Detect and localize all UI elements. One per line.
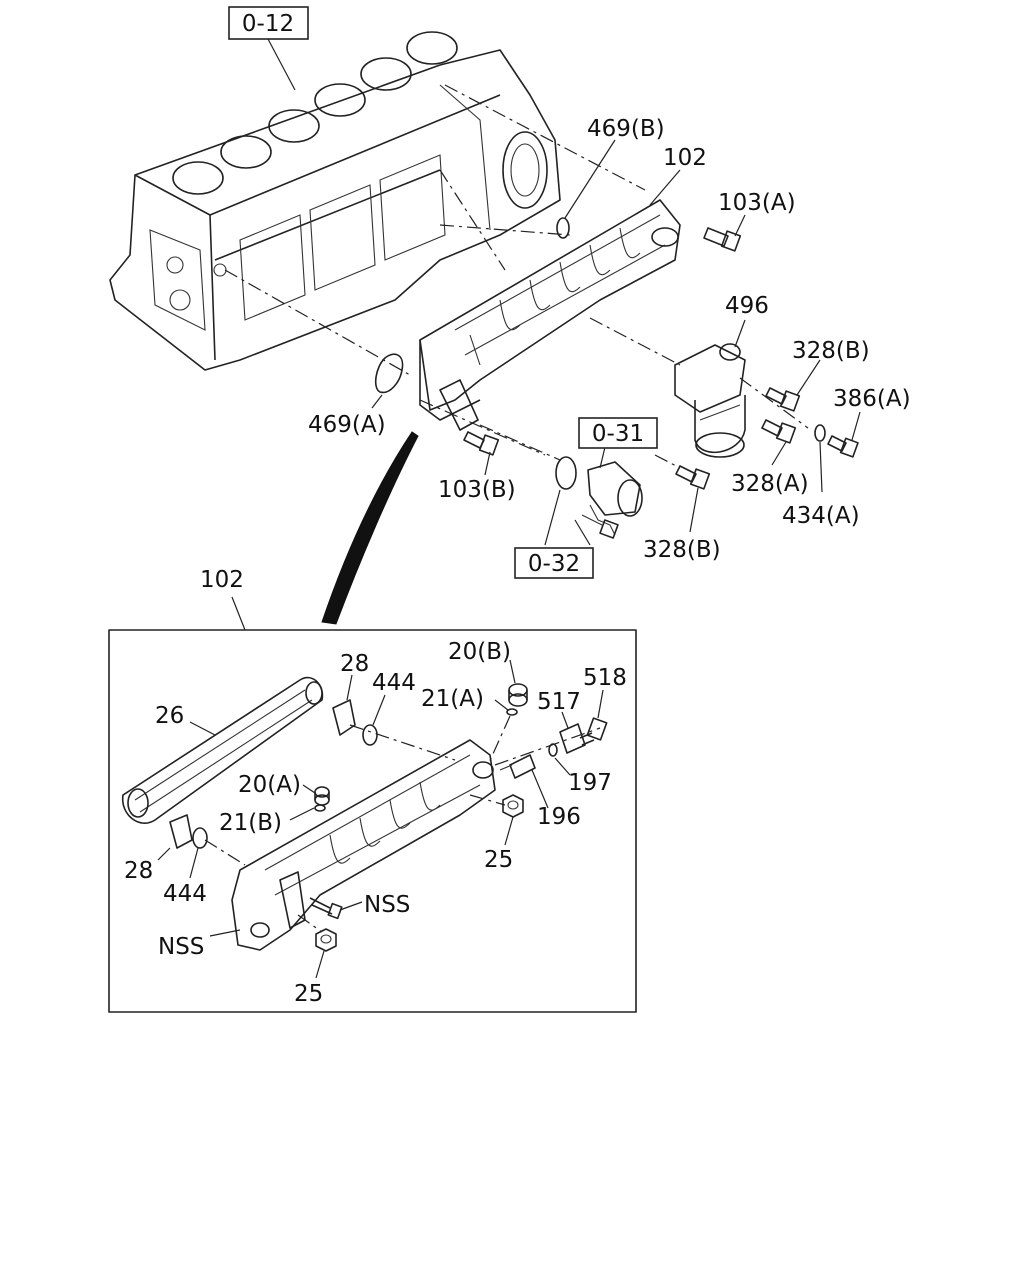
ref-0-12: 0-12 xyxy=(242,11,294,37)
gasket-28-top xyxy=(332,699,356,736)
label-28-bottom: 28 xyxy=(124,858,153,884)
ref-0-31: 0-31 xyxy=(592,421,644,447)
oil-filter-496 xyxy=(674,343,746,458)
label-328a: 328(A) xyxy=(731,471,809,497)
o-ring-434a xyxy=(814,424,826,442)
label-21b: 21(B) xyxy=(219,810,282,836)
label-444-bottom: 444 xyxy=(163,881,207,907)
nut-25-right xyxy=(502,794,524,818)
label-25-right: 25 xyxy=(484,847,513,873)
washer-21a xyxy=(506,708,518,716)
gasket-469b xyxy=(556,217,570,239)
label-518: 518 xyxy=(583,665,627,691)
ref-0-32: 0-32 xyxy=(528,551,580,577)
oil-cooler-assembly-drawing xyxy=(419,199,681,431)
cooler-element-26 xyxy=(122,676,324,824)
label-197: 197 xyxy=(568,770,612,796)
fitting-517 xyxy=(559,723,586,754)
gasket-28-bottom xyxy=(169,814,193,849)
detail-callout-wedge xyxy=(321,431,419,625)
ref-box-0-31 xyxy=(578,417,658,449)
sensor-196 xyxy=(499,754,536,779)
label-328b-bottom: 328(B) xyxy=(643,537,721,563)
label-nss-left: NSS xyxy=(158,934,204,960)
label-469b: 469(B) xyxy=(587,116,665,142)
bolt-386a xyxy=(827,435,859,458)
o-ring-444-bottom xyxy=(192,827,208,849)
nss-bolt xyxy=(309,897,343,920)
pipe-connector-0-31 xyxy=(555,456,643,539)
ref-box-0-12 xyxy=(228,6,309,40)
cylinder-block-drawing xyxy=(109,31,561,371)
label-386a: 386(A) xyxy=(833,386,911,412)
detail-frame xyxy=(108,629,637,1013)
label-103b: 103(B) xyxy=(438,477,516,503)
label-26: 26 xyxy=(155,703,184,729)
label-102-top: 102 xyxy=(663,145,707,171)
bolt-103a xyxy=(703,227,742,252)
bolt-103b xyxy=(463,431,500,456)
label-444-top: 444 xyxy=(372,670,416,696)
label-496: 496 xyxy=(725,293,769,319)
label-25-bottom: 25 xyxy=(294,981,323,1007)
bolt-328b-bottom xyxy=(675,465,711,490)
bolt-328a xyxy=(761,419,797,444)
gasket-469a xyxy=(374,353,404,394)
label-28-top: 28 xyxy=(340,651,369,677)
plug-20b xyxy=(508,683,528,707)
detail-cooler-housing xyxy=(231,739,496,951)
label-21a: 21(A) xyxy=(421,686,484,712)
label-469a: 469(A) xyxy=(308,412,386,438)
label-20b: 20(B) xyxy=(448,639,511,665)
bolt-328b-top xyxy=(765,387,801,412)
label-517: 517 xyxy=(537,689,581,715)
label-103a: 103(A) xyxy=(718,190,796,216)
washer-21b xyxy=(314,804,326,812)
plug-20a xyxy=(314,786,330,806)
label-102-detail: 102 xyxy=(200,567,244,593)
label-196: 196 xyxy=(537,804,581,830)
label-328b-top: 328(B) xyxy=(792,338,870,364)
label-nss-right: NSS xyxy=(364,892,410,918)
bolt-518 xyxy=(579,717,608,746)
label-20a: 20(A) xyxy=(238,772,301,798)
o-ring-444-top xyxy=(362,724,378,746)
label-434a: 434(A) xyxy=(782,503,860,529)
nut-25-bottom xyxy=(315,928,337,952)
ref-box-0-32 xyxy=(514,547,594,579)
